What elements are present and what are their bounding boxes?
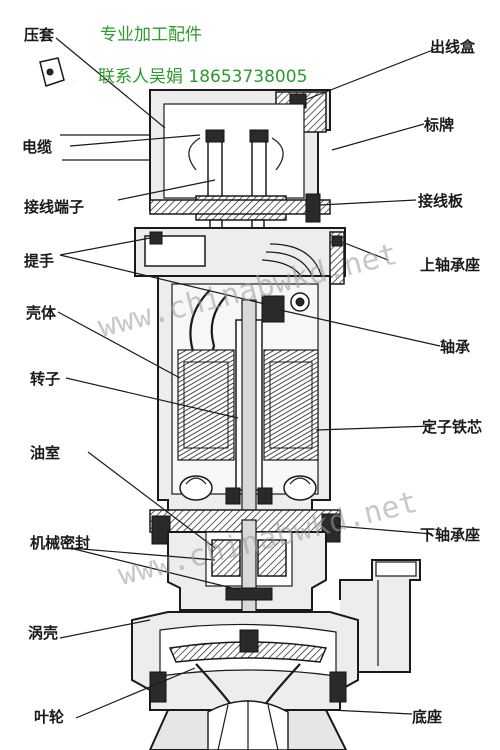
label-nameplate: 标牌 <box>423 116 454 134</box>
label-handle: 提手 <box>24 252 54 270</box>
label-oil-chamber: 油室 <box>30 444 60 462</box>
label-terminal: 接线端子 <box>24 198 84 216</box>
junction-box-part <box>149 89 331 241</box>
label-impeller: 叶轮 <box>34 708 64 726</box>
promo-line-2: 联系人吴娟 18653738005 <box>98 67 307 87</box>
label-lower-bearing-seat: 下轴承座 <box>420 526 480 544</box>
label-mechanical-seal: 机械密封 <box>30 534 90 552</box>
promo-line-1: 专业加工配件 <box>100 25 202 45</box>
label-terminal-board: 接线板 <box>418 192 464 210</box>
base-part <box>148 700 348 750</box>
label-bearing: 轴承 <box>440 338 470 356</box>
leader-lines-left <box>55 37 266 719</box>
stator-coil-right <box>263 349 319 461</box>
label-stator-core: 定子铁芯 <box>422 418 482 436</box>
label-pressing-sleeve: 压套 <box>24 26 55 44</box>
label-junction-box: 出线盒 <box>430 38 476 56</box>
discharge-outlet <box>339 559 421 673</box>
leader-lines-right <box>279 47 441 715</box>
upper-bearing-part <box>261 295 285 323</box>
label-base: 底座 <box>412 708 442 726</box>
upper-cover <box>134 227 346 295</box>
label-housing: 壳体 <box>25 304 57 322</box>
label-cable: 电缆 <box>22 138 52 156</box>
stator-coil-left <box>177 349 235 461</box>
mechanical-seal-part <box>211 539 241 577</box>
terminal-board-part <box>149 199 331 215</box>
label-upper-bearing-seat: 上轴承座 <box>420 256 480 274</box>
label-rotor: 转子 <box>30 370 60 388</box>
label-volute: 涡壳 <box>28 624 58 642</box>
volute-part <box>131 611 359 711</box>
